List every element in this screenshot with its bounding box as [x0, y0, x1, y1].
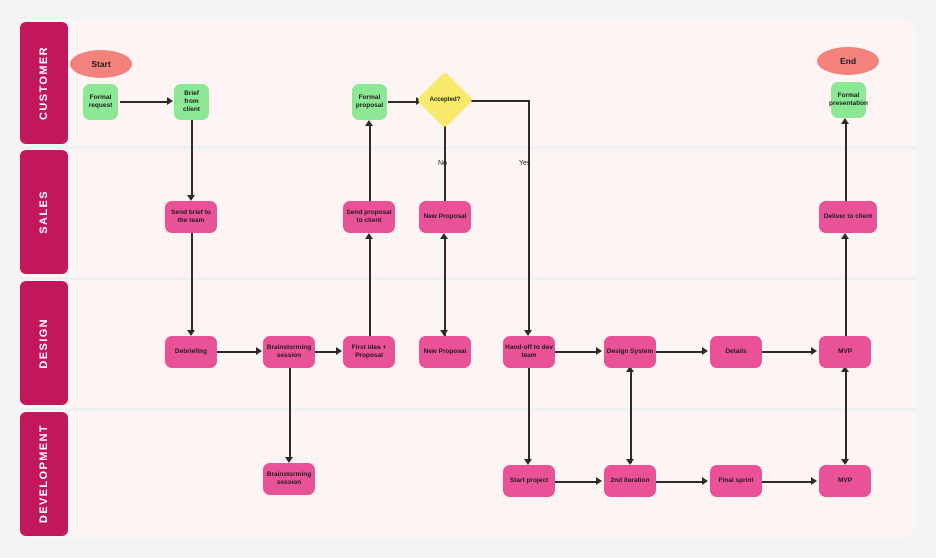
connector-accepted-yes-horizontal [462, 100, 529, 102]
arrowhead-details-to-mvpdesign [811, 347, 817, 355]
connector-brainstorm-to-firstidea [315, 351, 337, 353]
lane-label-design: DESIGN [38, 317, 50, 369]
connector-mvpdesign-to-deliverclient [845, 238, 847, 336]
connector-handoff-to-designsystem [555, 351, 597, 353]
arrowhead-brief-to-sendbrief [187, 195, 195, 201]
arrowhead-brainstorm-to-brainstormdev [285, 457, 293, 463]
connector-newproposald-to-newproposals [444, 238, 446, 336]
connector-seconditer-to-finalsprint [656, 481, 703, 483]
node-send-brief-to-team[interactable]: Send brief to the team [165, 201, 217, 233]
lane-label-sales: SALES [38, 190, 50, 234]
node-brief-from-client[interactable]: Brief from client [174, 84, 209, 120]
connector-designsystem-seconditer [630, 370, 632, 463]
arrowhead-sendproposal-to-formalproposal [365, 120, 373, 126]
arrowhead-seconditer-to-designsystem [626, 366, 634, 372]
node-2nd-iteration[interactable]: 2nd iteration [604, 465, 656, 497]
connector-handoff-to-startproject [528, 368, 530, 460]
connector-debriefing-to-brainstorm [217, 351, 257, 353]
arrowhead-no-into-newproposald [440, 330, 448, 336]
arrowhead-firstidea-to-sendproposal [365, 233, 373, 239]
connector-designsystem-to-details [656, 351, 703, 353]
lane-divider-3 [20, 408, 916, 411]
arrowhead-designsystem-to-details [702, 347, 708, 355]
arrowhead-mvpdesign-to-mvpdev [841, 459, 849, 465]
arrowhead-newproposald-to-newproposals [440, 233, 448, 239]
lane-label-customer: CUSTOMER [38, 46, 50, 120]
node-new-proposal-design[interactable]: New Proposal [419, 336, 471, 368]
node-design-system[interactable]: Design System [604, 336, 656, 368]
arrowhead-mvpdesign-to-deliverclient [841, 233, 849, 239]
arrowhead-debriefing-to-brainstorm [256, 347, 262, 355]
arrowhead-finalsprint-to-mvpdev [811, 477, 817, 485]
connector-newproposals-to-accepted [444, 122, 446, 201]
node-details[interactable]: Details [710, 336, 762, 368]
node-hand-off-to-dev-team[interactable]: Hand-off to dev team [503, 336, 555, 368]
connector-deliverclient-to-formalpres [845, 123, 847, 201]
arrowhead-deliverclient-to-formalpres [841, 118, 849, 124]
node-final-sprint[interactable]: Final sprint [710, 465, 762, 497]
node-formal-request[interactable]: Formal request [83, 84, 118, 120]
connector-firstidea-to-sendproposal [369, 238, 371, 336]
lane-header-design[interactable]: DESIGN [20, 281, 68, 405]
connector-startproject-to-seconditer [555, 481, 597, 483]
lane-divider-1 [20, 146, 916, 149]
arrowhead-startproject-to-seconditer [596, 477, 602, 485]
lane-divider-2 [20, 277, 916, 280]
node-first-idea-proposal[interactable]: First idea + Proposal [343, 336, 395, 368]
edge-label-yes: Yes [519, 160, 531, 167]
connector-formalproposal-to-accepted [388, 101, 418, 103]
connector-details-to-mvpdesign [762, 351, 812, 353]
node-send-proposal-to-client[interactable]: Send proposal to client [343, 201, 395, 233]
arrowhead-seconditer-to-finalsprint [702, 477, 708, 485]
arrowhead-designsystem-to-seconditer [626, 459, 634, 465]
arrowhead-yes-to-handoff [524, 330, 532, 336]
lane-header-development[interactable]: DEVELOPMENT [20, 412, 68, 536]
lane-header-sales[interactable]: SALES [20, 150, 68, 274]
arrowhead-handoff-to-startproject [524, 459, 532, 465]
connector-request-to-brief [120, 101, 168, 103]
connector-brainstorm-to-brainstormdev [289, 368, 291, 458]
node-brainstorming-session-design[interactable]: Brainstorming session [263, 336, 315, 368]
node-start[interactable]: Start [70, 50, 132, 78]
node-formal-presentation[interactable]: Formal presentation [829, 82, 868, 118]
node-mvp-design[interactable]: MVP [819, 336, 871, 368]
connector-mvpdesign-mvpdev [845, 370, 847, 463]
arrowhead-sendbrief-to-debriefing [187, 330, 195, 336]
arrowhead-brainstorm-to-firstidea [336, 347, 342, 355]
node-start-project[interactable]: Start project [503, 465, 555, 497]
node-accepted-decision[interactable]: Accepted? [416, 71, 474, 129]
node-brainstorming-session-development[interactable]: Brainstorming session [263, 463, 315, 495]
node-debriefing[interactable]: Debriefing [165, 336, 217, 368]
lane-label-development: DEVELOPMENT [38, 424, 50, 524]
edge-label-no: No [438, 160, 447, 167]
node-new-proposal-sales[interactable]: New Proposal [419, 201, 471, 233]
node-formal-proposal[interactable]: Formal proposal [352, 84, 387, 120]
connector-sendproposal-to-formalproposal [369, 125, 371, 201]
node-deliver-to-client[interactable]: Deliver to client [819, 201, 877, 233]
connector-accepted-yes-vertical [528, 100, 530, 331]
arrowhead-mvpdev-to-mvpdesign [841, 366, 849, 372]
lane-header-customer[interactable]: CUSTOMER [20, 22, 68, 144]
connector-sendbrief-to-debriefing [191, 233, 193, 331]
arrowhead-handoff-to-designsystem [596, 347, 602, 355]
node-mvp-development[interactable]: MVP [819, 465, 871, 497]
connector-finalsprint-to-mvpdev [762, 481, 812, 483]
arrowhead-request-to-brief [167, 97, 173, 105]
node-end[interactable]: End [817, 47, 879, 75]
connector-brief-to-sendbrief [191, 120, 193, 196]
node-accepted-label: Accepted? [429, 97, 461, 103]
